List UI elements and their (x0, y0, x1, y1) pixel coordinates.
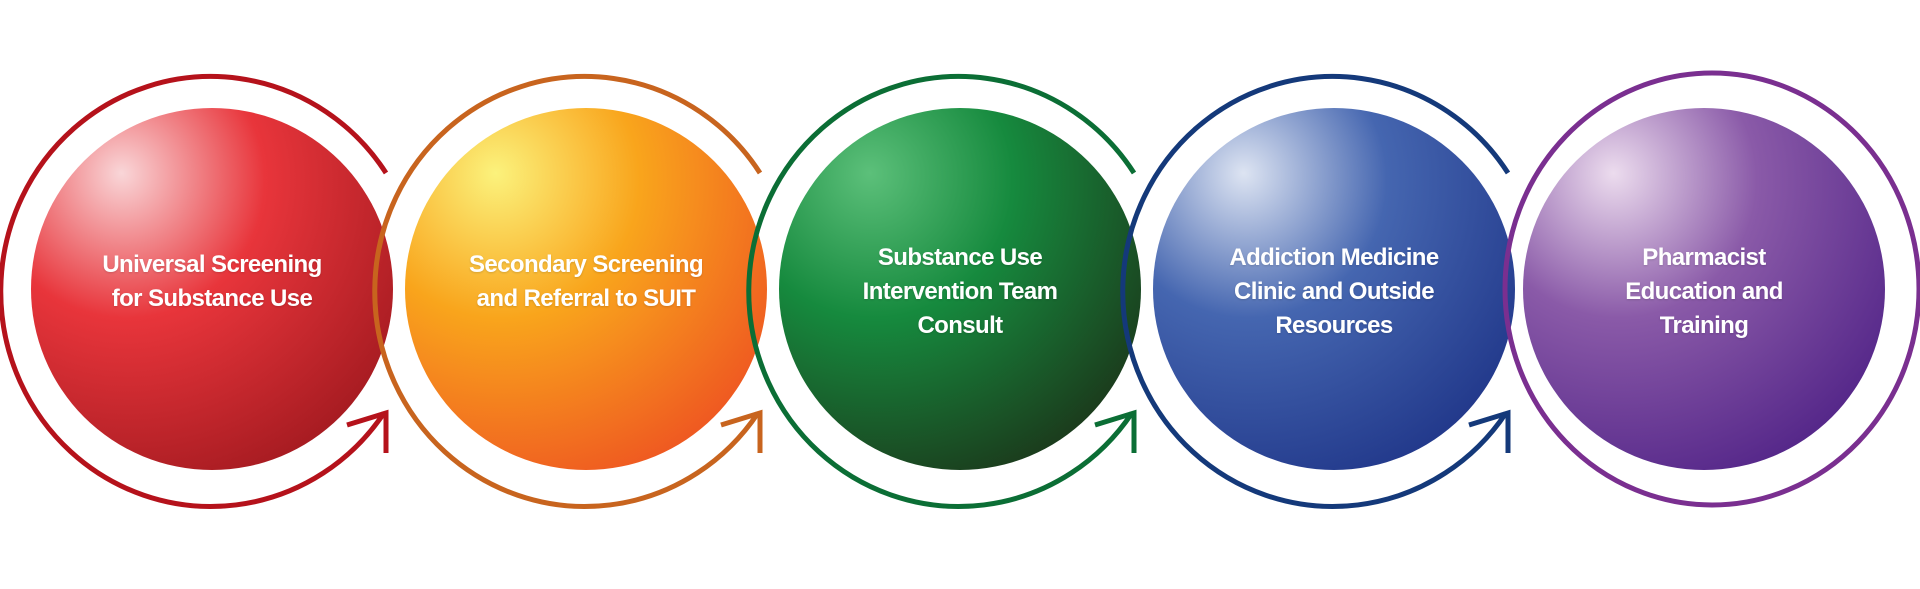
step-label-line: and Referral to SUIT (476, 285, 696, 312)
step-label-line: Education and (1625, 278, 1783, 305)
step-label-line: for Substance Use (111, 285, 313, 312)
step-sphere (405, 108, 767, 470)
arrow-head-icon (1468, 409, 1511, 453)
step-label-line: Secondary Screening (468, 251, 704, 278)
arrow-head-icon (1094, 409, 1137, 453)
step-label-line: Substance Use (877, 244, 1043, 271)
step-sphere (779, 108, 1141, 470)
step-label-line: Universal Screening (102, 251, 322, 278)
arrow-head-icon (346, 409, 389, 453)
step-sphere (1523, 108, 1885, 470)
step-label-line: Addiction Medicine (1229, 244, 1439, 271)
step-label-line: Intervention Team (862, 278, 1058, 305)
cycle-ring (1502, 70, 1920, 508)
step-label-line: Resources (1275, 312, 1393, 339)
step-label-line: Pharmacist (1642, 244, 1766, 271)
step-label-line: Clinic and Outside (1234, 278, 1435, 305)
step-label: Secondary Screening and Referral to SUIT (436, 248, 736, 316)
cycle-ring (746, 74, 1137, 509)
cycle-ring (372, 74, 763, 509)
step-sphere (1153, 108, 1515, 470)
step-sphere (31, 108, 393, 470)
step-label: Universal Screening for Substance Use (62, 248, 362, 316)
arrow-head-icon (720, 409, 763, 453)
cycle-ring (1120, 74, 1511, 509)
step-label-line: Consult (917, 312, 1003, 339)
step-label-line: Training (1659, 312, 1749, 339)
cycle-ring (0, 74, 389, 509)
